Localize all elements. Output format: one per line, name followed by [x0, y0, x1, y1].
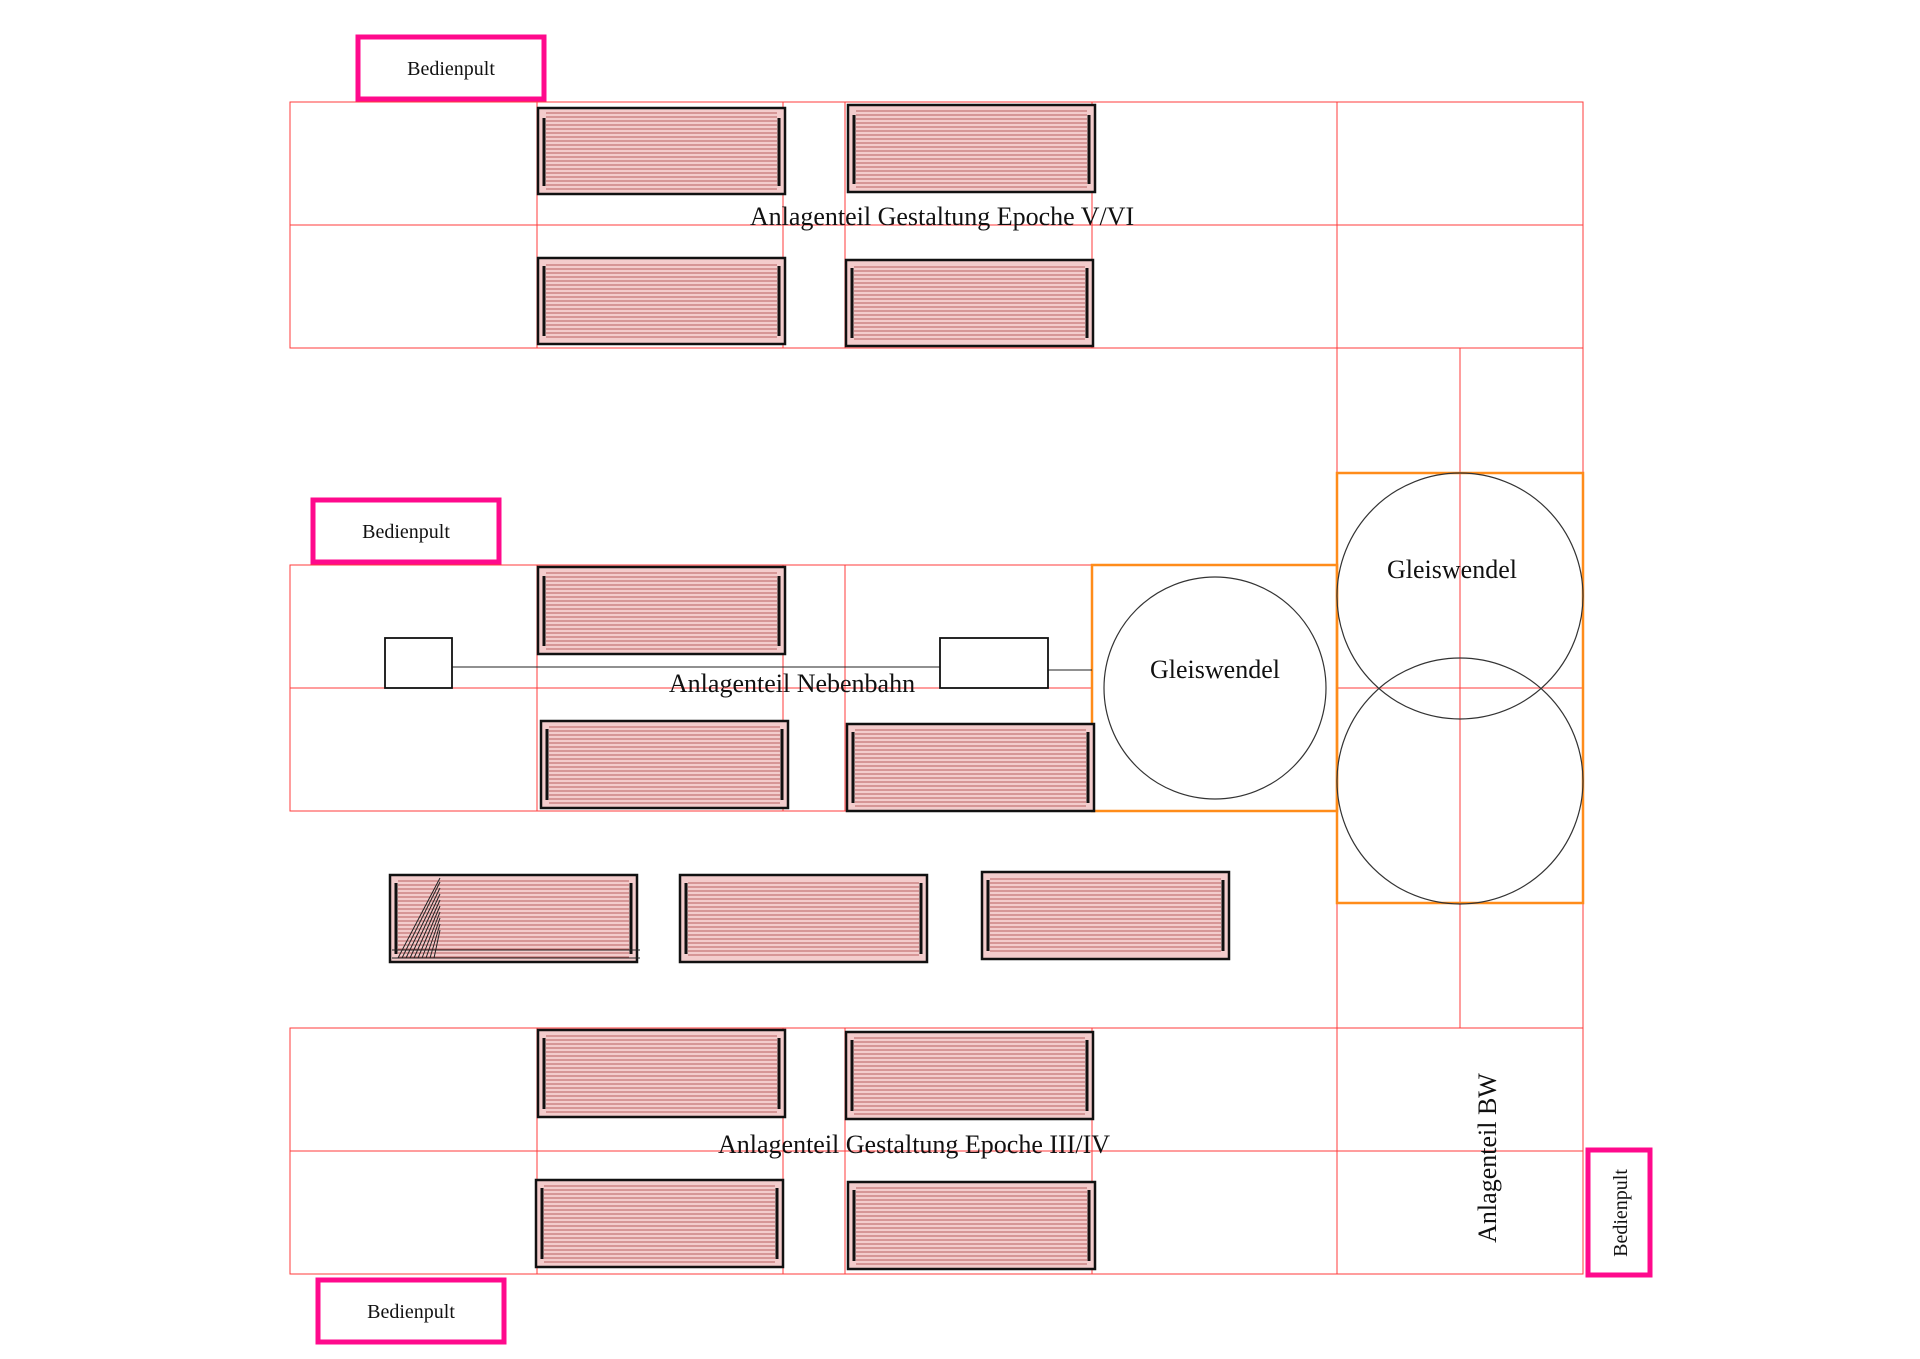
module-mid-1-fan: [392, 877, 640, 959]
module-vvi-3: [536, 256, 787, 346]
section-label-epoche-iiiiv: Anlagenteil Gestaltung Epoche III/IV: [718, 1130, 1110, 1159]
module-iiiiv-2: [844, 1030, 1095, 1121]
console-middle: Bedienpult: [310, 497, 502, 565]
helix-circle-left: [1103, 576, 1327, 800]
console-right: Bedienpult: [1585, 1147, 1653, 1278]
section-label-epoche-vvi: Anlagenteil Gestaltung Epoche V/VI: [750, 202, 1134, 231]
module-mid-1: [388, 873, 640, 964]
module-nb-1: [536, 565, 787, 656]
module-vvi-1: [536, 106, 787, 196]
console-bottom-label: Bedienpult: [367, 1301, 455, 1323]
nebenbahn-track: [384, 637, 1092, 689]
module-mid-2: [678, 873, 929, 964]
grid-right-column: [1336, 347, 1584, 1029]
console-middle-label: Bedienpult: [362, 521, 450, 543]
module-nb-3: [845, 722, 1096, 813]
console-right-label: Bedienpult: [1610, 1169, 1632, 1257]
helix-label-left: Gleiswendel: [1150, 655, 1280, 684]
station-box-right: [939, 637, 1049, 689]
helix-circle-right-lower: [1336, 657, 1584, 905]
section-label-nebenbahn: Anlagenteil Nebenbahn: [669, 669, 915, 698]
module-vvi-2: [846, 103, 1097, 194]
module-mid-3: [980, 870, 1231, 961]
helix-zone-left: [1090, 563, 1339, 813]
module-vvi-4: [844, 258, 1095, 348]
helix-circle-right-upper: [1336, 472, 1584, 720]
module-iiiiv-1: [536, 1028, 787, 1119]
module-iiiiv-3: [534, 1178, 785, 1269]
console-bottom: Bedienpult: [315, 1277, 507, 1345]
module-iiiiv-4: [846, 1180, 1097, 1271]
station-box-left: [384, 637, 453, 689]
console-top: Bedienpult: [355, 34, 547, 102]
module-nb-2: [539, 719, 790, 810]
track-modules: [388, 103, 1231, 1271]
console-top-label: Bedienpult: [407, 58, 495, 80]
section-label-bw: Anlagenteil BW: [1473, 1073, 1502, 1243]
helix-label-right: Gleiswendel: [1387, 555, 1517, 584]
